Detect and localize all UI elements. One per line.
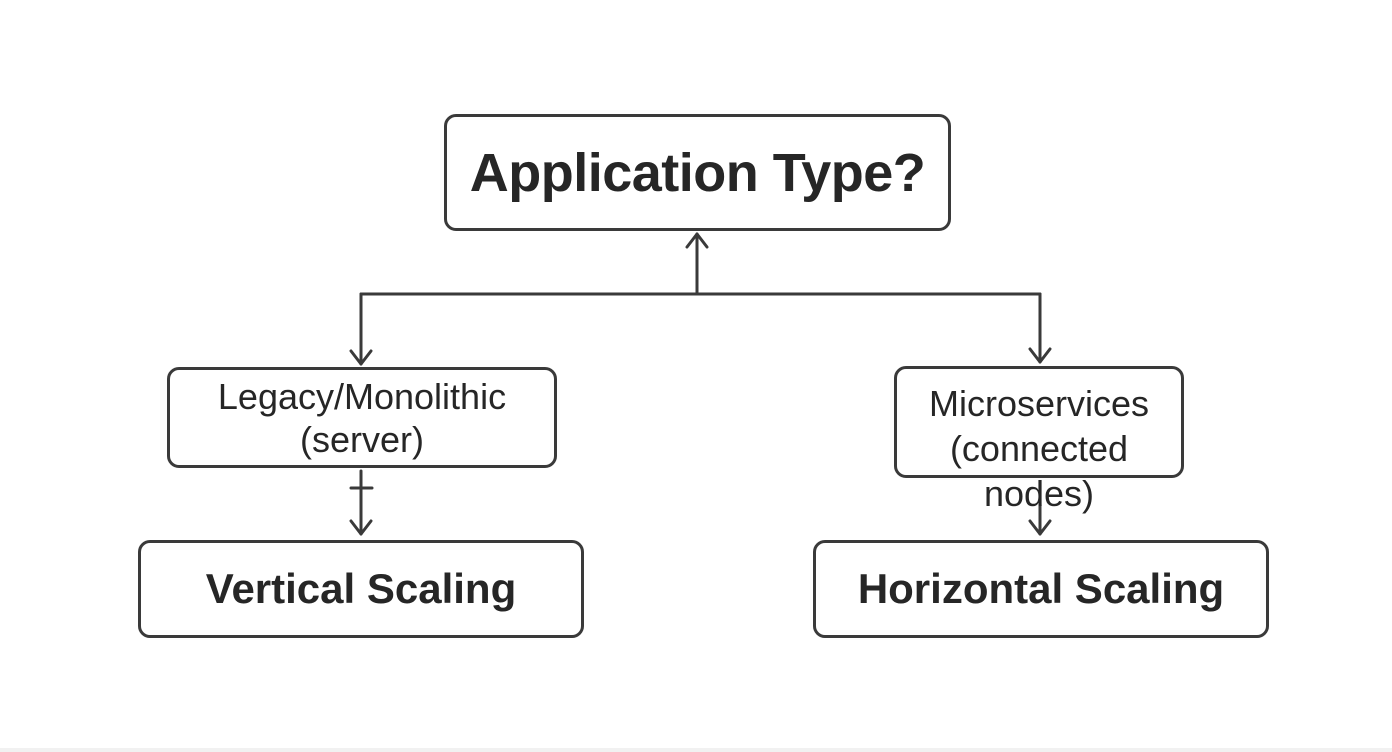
horizontal-scaling-label: Horizontal Scaling [857,565,1225,612]
micro-arrowhead [1028,347,1052,364]
legacy-line-2: (server) [299,418,424,460]
bottom-border [0,748,1392,752]
vertical-scaling-node: Vertical Scaling [138,540,584,638]
vertical-arrowhead [349,519,373,536]
vertical-scaling-label: Vertical Scaling [205,565,517,612]
micro-line-3: nodes) [983,473,1095,514]
application-type-node: Application Type? [444,114,951,231]
root-arrowhead [685,232,709,249]
horizontal-scaling-node: Horizontal Scaling [813,540,1269,638]
legacy-monolithic-text: Legacy/Monolithic (server) [218,375,506,461]
micro-line-2: (connected [949,428,1129,469]
micro-line-1: Microservices [928,383,1150,424]
legacy-line-1: Legacy/Monolithic [217,375,507,417]
microservices-text: Microservices (connected nodes) [929,381,1149,516]
horizontal-arrowhead [1028,519,1052,536]
application-type-label: Application Type? [469,142,926,203]
microservices-node: Microservices (connected nodes) [894,366,1184,514]
legacy-monolithic-node: Legacy/Monolithic (server) [167,367,557,468]
legacy-arrowhead [349,349,373,366]
